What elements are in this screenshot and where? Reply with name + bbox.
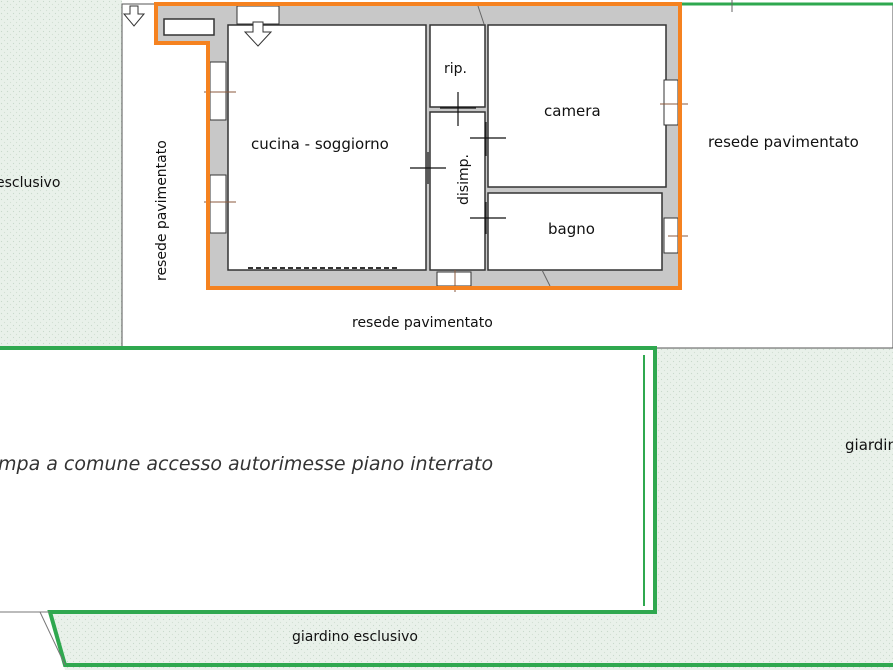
windows: [209, 5, 679, 287]
label-resede-vertical: resede pavimentato: [154, 140, 170, 281]
label-camera: camera: [544, 102, 601, 120]
garden-border-ramp: [0, 346, 893, 667]
room-bagno: [487, 192, 663, 271]
label-rampa: mpa a comune accesso autorimesse piano i…: [0, 453, 493, 475]
garden-bottom: [50, 612, 655, 670]
room-camera: [487, 24, 667, 188]
garden-right: [655, 348, 893, 670]
label-bagno: bagno: [548, 220, 595, 238]
mark-bottom: [541, 269, 551, 287]
label-rip: rip.: [444, 61, 467, 77]
label-resede-bottom: resede pavimentato: [352, 315, 493, 331]
unit-outline: [154, 2, 682, 290]
ramp-area: [0, 352, 642, 608]
mark-top: [477, 5, 485, 25]
garden-left: [0, 0, 122, 348]
ramp-kink: [39, 611, 66, 666]
entry-box: [163, 18, 215, 36]
door-openings: [410, 92, 506, 234]
label-resede-right: resede pavimentato: [708, 133, 859, 151]
down-arrow-icon: [122, 5, 146, 27]
label-disimp: disimp.: [456, 154, 472, 205]
room-cucina: [227, 24, 427, 271]
label-cucina: cucina - soggiorno: [251, 135, 389, 153]
label-esclusivo-left: esclusivo: [0, 175, 60, 191]
label-giardino-bottom: giardino esclusivo: [292, 629, 418, 645]
label-giardino-right: giardin: [845, 436, 893, 454]
down-arrow-icon: [243, 21, 273, 47]
